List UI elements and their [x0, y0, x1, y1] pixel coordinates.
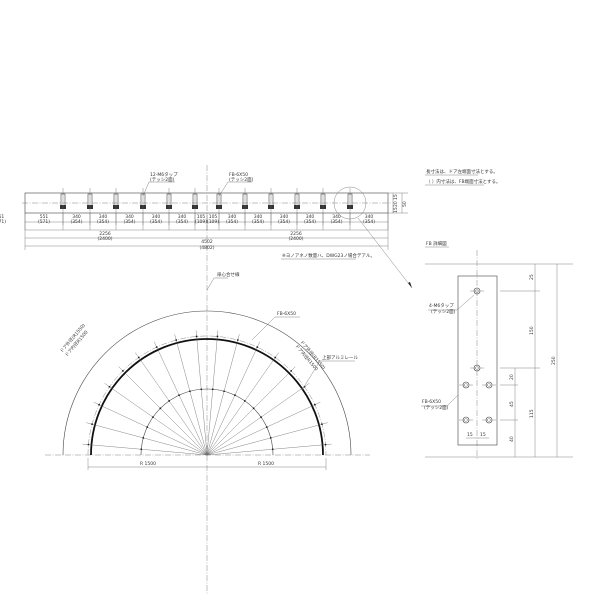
- dim-25: 25: [529, 274, 535, 280]
- dim-115: 115: [529, 409, 535, 418]
- spoke-line: [206, 330, 219, 456]
- half-left-paren: (2400): [98, 236, 113, 242]
- dim-value: 340: [254, 214, 263, 220]
- fb-detail: FB 詳細図 25 150 20 45 115 40 250 15 15 4-M…: [421, 240, 573, 460]
- spoke-line: [206, 443, 332, 456]
- dim-paren: (354): [70, 219, 82, 225]
- height-dim-2: 20: [393, 201, 399, 207]
- spoke-line: [82, 443, 208, 456]
- center-line-label: 扉心合せ線: [217, 271, 240, 278]
- spoke-line: [206, 341, 261, 456]
- dim-value: 340: [125, 214, 134, 220]
- detail-title: FB 詳細図: [426, 240, 447, 247]
- spoke-line: [206, 352, 279, 456]
- arc-fb-label: FB-6X50: [277, 311, 296, 317]
- spoke-line: [135, 352, 208, 456]
- dim-value: 340: [365, 214, 374, 220]
- spoke-line: [174, 334, 208, 456]
- spoke-line: [206, 401, 321, 456]
- fb-label: FB-6X50: [229, 172, 248, 178]
- detail-fb-label: FB-6X50: [422, 399, 441, 405]
- dim-value: 340: [332, 214, 341, 220]
- dim-value: 551: [0, 214, 4, 220]
- dim-value: 551: [40, 214, 49, 220]
- dim-value: 340: [306, 214, 315, 220]
- spoke-line: [206, 383, 310, 456]
- dim-15-left: 15: [467, 432, 473, 438]
- spoke-line: [195, 330, 208, 456]
- note-2: （ ）内寸法は、FB端面寸法とする。: [426, 178, 500, 185]
- arc-plan: R 1500 R 1500 扉心合せ線 FB-6X50 上部アルミレール ドア外…: [45, 271, 370, 470]
- tap-sub: (テッシ2面): [150, 177, 175, 183]
- spoke-line: [104, 383, 208, 456]
- fb-sub: (テッシ2面): [229, 177, 254, 183]
- radius-right: R 1500: [258, 461, 274, 467]
- dim-40: 40: [509, 436, 515, 442]
- dim-paren: (354): [252, 219, 264, 225]
- note-1: 長寸法は、ドア左端面寸法とする。: [426, 168, 498, 175]
- dim-value: 340: [178, 214, 187, 220]
- dim-paren: (354): [363, 219, 375, 225]
- dim-250: 250: [551, 356, 557, 365]
- radius-left: R 1500: [140, 461, 156, 467]
- dim-20: 20: [509, 374, 515, 380]
- detail-fb-sub: (テッシ2面): [424, 405, 449, 411]
- half-left-dim: 2256: [99, 231, 111, 237]
- rail-label: 上部アルミレール: [322, 354, 358, 361]
- height-dim-1: 15: [393, 194, 399, 200]
- fb-bar-plan: 551(571)340(354)340(354)340(354)340(354)…: [0, 165, 413, 595]
- spoke-line: [206, 366, 296, 456]
- dim-paren: (354): [278, 219, 290, 225]
- height-dim-3: 15: [393, 207, 399, 213]
- dim-paren: (354): [330, 219, 342, 225]
- dim-150: 150: [529, 326, 535, 335]
- dim-paren: (571): [0, 219, 6, 225]
- dim-paren: (354): [150, 219, 162, 225]
- dim-value: 340: [72, 214, 81, 220]
- total-paren: (4802): [200, 245, 215, 251]
- spoke-line: [86, 422, 208, 456]
- tap-label: 12-M6タップ: [150, 171, 178, 178]
- dim-45: 45: [509, 401, 515, 407]
- spoke-line: [93, 401, 208, 456]
- half-right-paren: (2400): [289, 236, 304, 242]
- dim-value: 340: [280, 214, 289, 220]
- dim-paren: (354): [226, 219, 238, 225]
- spoke-line: [206, 422, 328, 456]
- spoke-line: [118, 366, 208, 456]
- dim-paren: (354): [304, 219, 316, 225]
- dim-value: 105: [197, 214, 206, 220]
- dim-value: 105: [209, 214, 218, 220]
- dim-value: 340: [99, 214, 108, 220]
- note-3: ※ヨノアネノ数量ハ、DWG23ノ場合デアル。: [282, 252, 375, 259]
- dim-value: 340: [152, 214, 161, 220]
- detail-tap-label: 4-M6タップ: [429, 302, 454, 309]
- spoke-line: [153, 341, 208, 456]
- dim-paren: (354): [97, 219, 109, 225]
- dim-paren: (571): [38, 219, 50, 225]
- dim-15-right: 15: [480, 432, 486, 438]
- total-dim: 4502: [201, 239, 213, 245]
- dim-value: 340: [228, 214, 237, 220]
- dim-paren: (109): [207, 219, 219, 225]
- half-right-dim: 2256: [290, 231, 302, 237]
- detail-tap-sub: (テッシ2面): [431, 309, 456, 315]
- spoke-line: [206, 334, 240, 456]
- dim-paren: (354): [176, 219, 188, 225]
- dim-paren: (354): [123, 219, 135, 225]
- height-dim-total: 50: [402, 201, 408, 207]
- dim-paren: (109): [195, 219, 207, 225]
